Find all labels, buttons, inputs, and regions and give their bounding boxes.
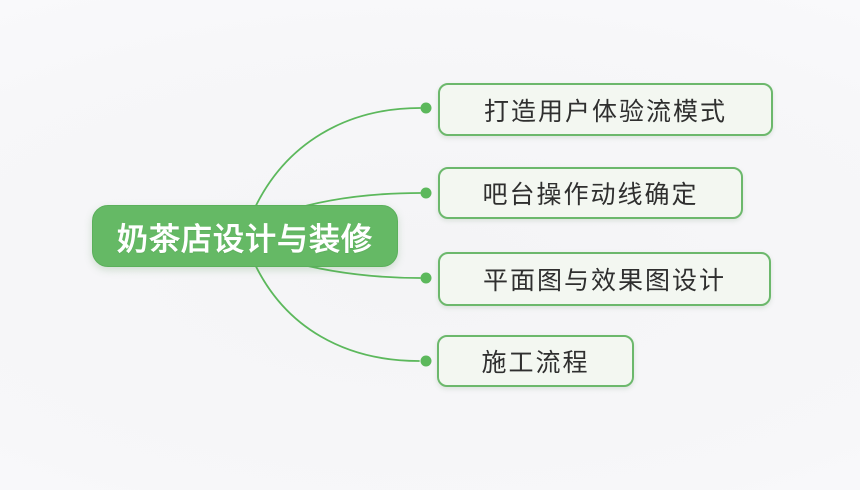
branch-curve-4 [251,257,420,362]
topic-node-construction-process[interactable]: 施工流程 [437,335,634,387]
topic-node-floorplan-render-design[interactable]: 平面图与效果图设计 [438,252,771,306]
connector-dot-icon [420,187,432,199]
connector-dot-icon [420,355,432,367]
branch-curve-1 [251,107,421,215]
root-node[interactable]: 奶茶店设计与装修 [92,205,398,267]
connector-dot-icon [420,102,432,114]
topic-node-user-experience-flow[interactable]: 打造用户体验流模式 [438,83,773,136]
topic-node-bar-operation-line[interactable]: 吧台操作动线确定 [438,167,743,219]
connector-dot-icon [420,272,432,284]
root-node-label: 奶茶店设计与装修 [117,221,373,257]
topic-node-label: 打造用户体验流模式 [483,97,727,126]
topic-node-label: 平面图与效果图设计 [482,267,726,295]
topic-node-label: 吧台操作动线确定 [482,181,699,209]
topic-node-label: 施工流程 [481,349,590,377]
